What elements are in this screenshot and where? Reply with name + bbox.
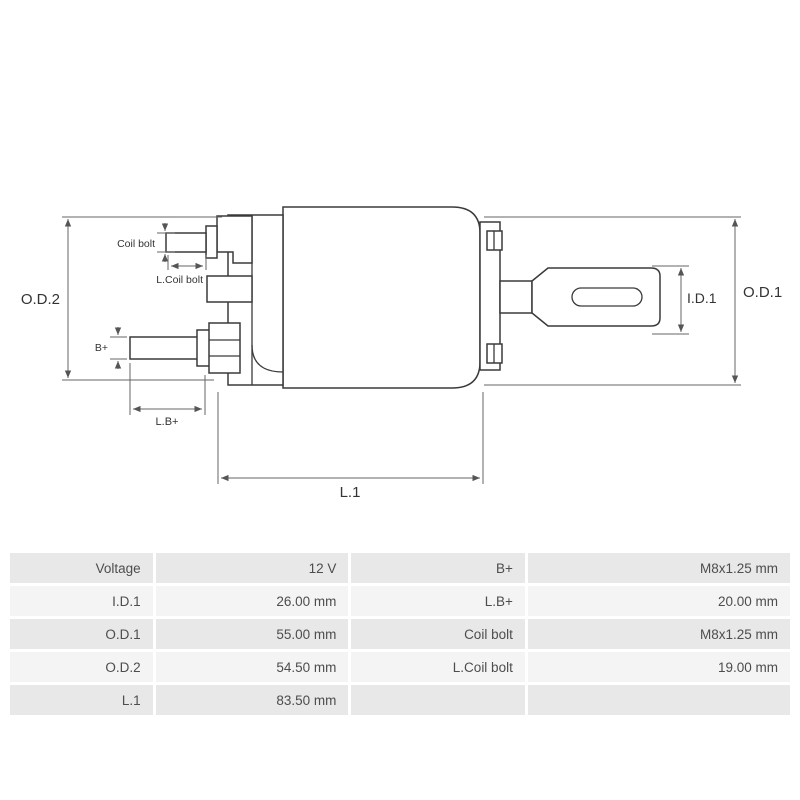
spec-value: 19.00 mm <box>527 652 790 682</box>
id1-label: I.D.1 <box>687 290 717 306</box>
spec-label: I.D.1 <box>10 586 153 616</box>
solenoid-body <box>227 206 481 389</box>
table-row: L.1 83.50 mm <box>10 685 790 715</box>
spec-label: O.D.2 <box>10 652 153 682</box>
spec-label: Voltage <box>10 553 153 583</box>
spec-label: O.D.1 <box>10 619 153 649</box>
spec-label: L.1 <box>10 685 153 715</box>
spec-label-empty <box>351 685 525 715</box>
spec-value: 12 V <box>155 553 349 583</box>
dimension-lines <box>62 216 741 484</box>
spec-value: M8x1.25 mm <box>527 619 790 649</box>
l1-label: L.1 <box>340 484 361 501</box>
dimension-labels: O.D.2 O.D.1 I.D.1 L.1 L.B+ B+ Coil bolt … <box>21 238 782 501</box>
od2-label: O.D.2 <box>21 291 60 308</box>
coil-bolt-label: Coil bolt <box>117 238 155 250</box>
spec-label: L.B+ <box>351 586 525 616</box>
spec-value: 20.00 mm <box>527 586 790 616</box>
spec-label: Coil bolt <box>351 619 525 649</box>
table-row: O.D.1 55.00 mm Coil bolt M8x1.25 mm <box>10 619 790 649</box>
spec-value: 55.00 mm <box>155 619 349 649</box>
spec-label: B+ <box>351 553 525 583</box>
spec-value: M8x1.25 mm <box>527 553 790 583</box>
coil-bolt-terminal <box>165 215 253 303</box>
lb-plus-label: L.B+ <box>156 416 179 428</box>
table-row: Voltage 12 V B+ M8x1.25 mm <box>10 553 790 583</box>
b-plus-terminal <box>129 322 241 374</box>
spec-value: 26.00 mm <box>155 586 349 616</box>
spec-label: L.Coil bolt <box>351 652 525 682</box>
b-plus-label: B+ <box>95 342 108 354</box>
spec-value: 83.50 mm <box>155 685 349 715</box>
table-row: I.D.1 26.00 mm L.B+ 20.00 mm <box>10 586 790 616</box>
od1-label: O.D.1 <box>743 284 782 301</box>
spec-table: Voltage 12 V B+ M8x1.25 mm I.D.1 26.00 m… <box>7 550 793 718</box>
spec-value-empty <box>527 685 790 715</box>
solenoid-drawing: O.D.2 O.D.1 I.D.1 L.1 L.B+ B+ Coil bolt … <box>21 206 782 501</box>
plunger-shaft <box>479 221 661 371</box>
solenoid-diagram: O.D.2 O.D.1 I.D.1 L.1 L.B+ B+ Coil bolt … <box>21 206 782 501</box>
spec-value: 54.50 mm <box>155 652 349 682</box>
table-row: O.D.2 54.50 mm L.Coil bolt 19.00 mm <box>10 652 790 682</box>
l-coil-bolt-label: L.Coil bolt <box>156 274 203 286</box>
